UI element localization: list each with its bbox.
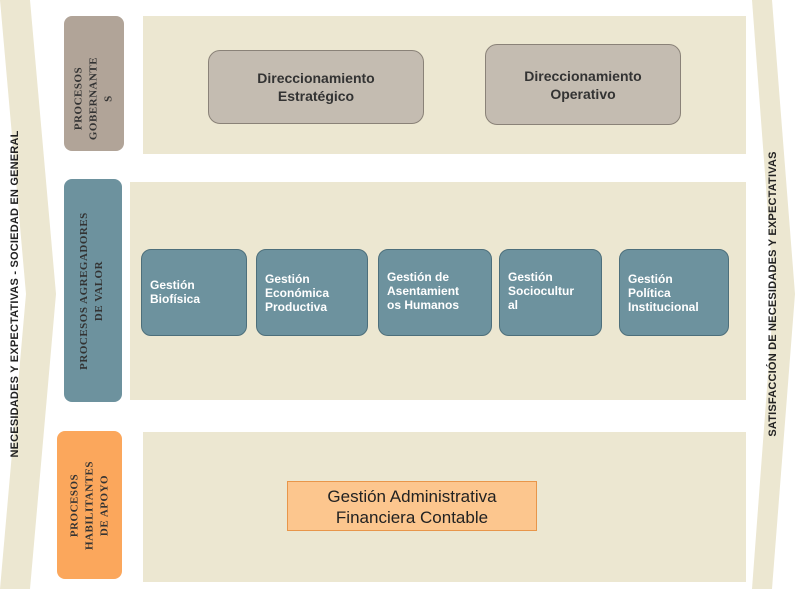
governance-category-label: PROCESOS GOBERNANTE S [72,56,115,141]
gestion-administrativa-financiera-box: Gestión Administrativa Financiera Contab… [287,481,537,531]
value-category-label: PROCESOS AGREGADORES DE VALOR [78,212,105,370]
right-output-arrow [752,0,795,589]
gestion-politica-institucional-box: Gestión Política Institucional [619,249,729,336]
gestion-biofisica-box: Gestión Biofísica [141,249,247,336]
gestion-asentamientos-humanos-box: Gestión de Asentamient os Humanos [378,249,492,336]
support-category-label: PROCESOS HABILITANTES DE APOYO [68,461,111,550]
direccionamiento-estrategico-box: Direccionamiento Estratégico [208,50,424,124]
value-category [64,179,122,402]
direccionamiento-operativo-box: Direccionamiento Operativo [485,44,681,125]
support-category [57,431,122,579]
right-side-label: SATISFACCIÓN DE NECESIDADES Y EXPECTATIV… [767,151,779,437]
gestion-economica-productiva-box: Gestión Económica Productiva [256,249,368,336]
gestion-sociocultural-box: Gestión Sociocultur al [499,249,602,336]
left-input-arrow [0,0,56,589]
governance-category [64,16,124,151]
left-side-label: NECESIDADES Y EXPECTATIVAS - SOCIEDAD EN… [9,130,21,458]
